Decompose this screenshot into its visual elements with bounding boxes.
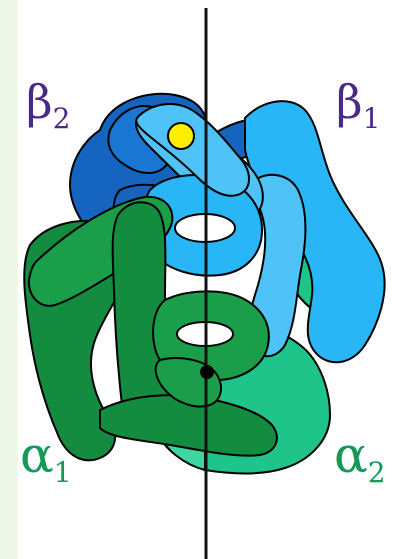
label-beta2: β2	[26, 75, 70, 135]
left-tint-band	[0, 0, 18, 559]
label-beta1-symbol: β	[336, 75, 363, 129]
label-beta1-subscript: 1	[363, 102, 381, 135]
label-alpha1-subscript: 1	[54, 456, 72, 489]
heme-yellow-marker	[168, 123, 194, 149]
central-axis-dot	[200, 365, 214, 379]
label-alpha1-symbol: α	[20, 426, 54, 484]
label-beta1: β1	[336, 75, 380, 135]
label-alpha2-symbol: α	[334, 426, 368, 484]
label-beta2-symbol: β	[26, 75, 53, 129]
label-alpha2-subscript: 2	[368, 456, 386, 489]
label-beta2-subscript: 2	[53, 102, 71, 135]
label-alpha2: α2	[334, 426, 386, 489]
